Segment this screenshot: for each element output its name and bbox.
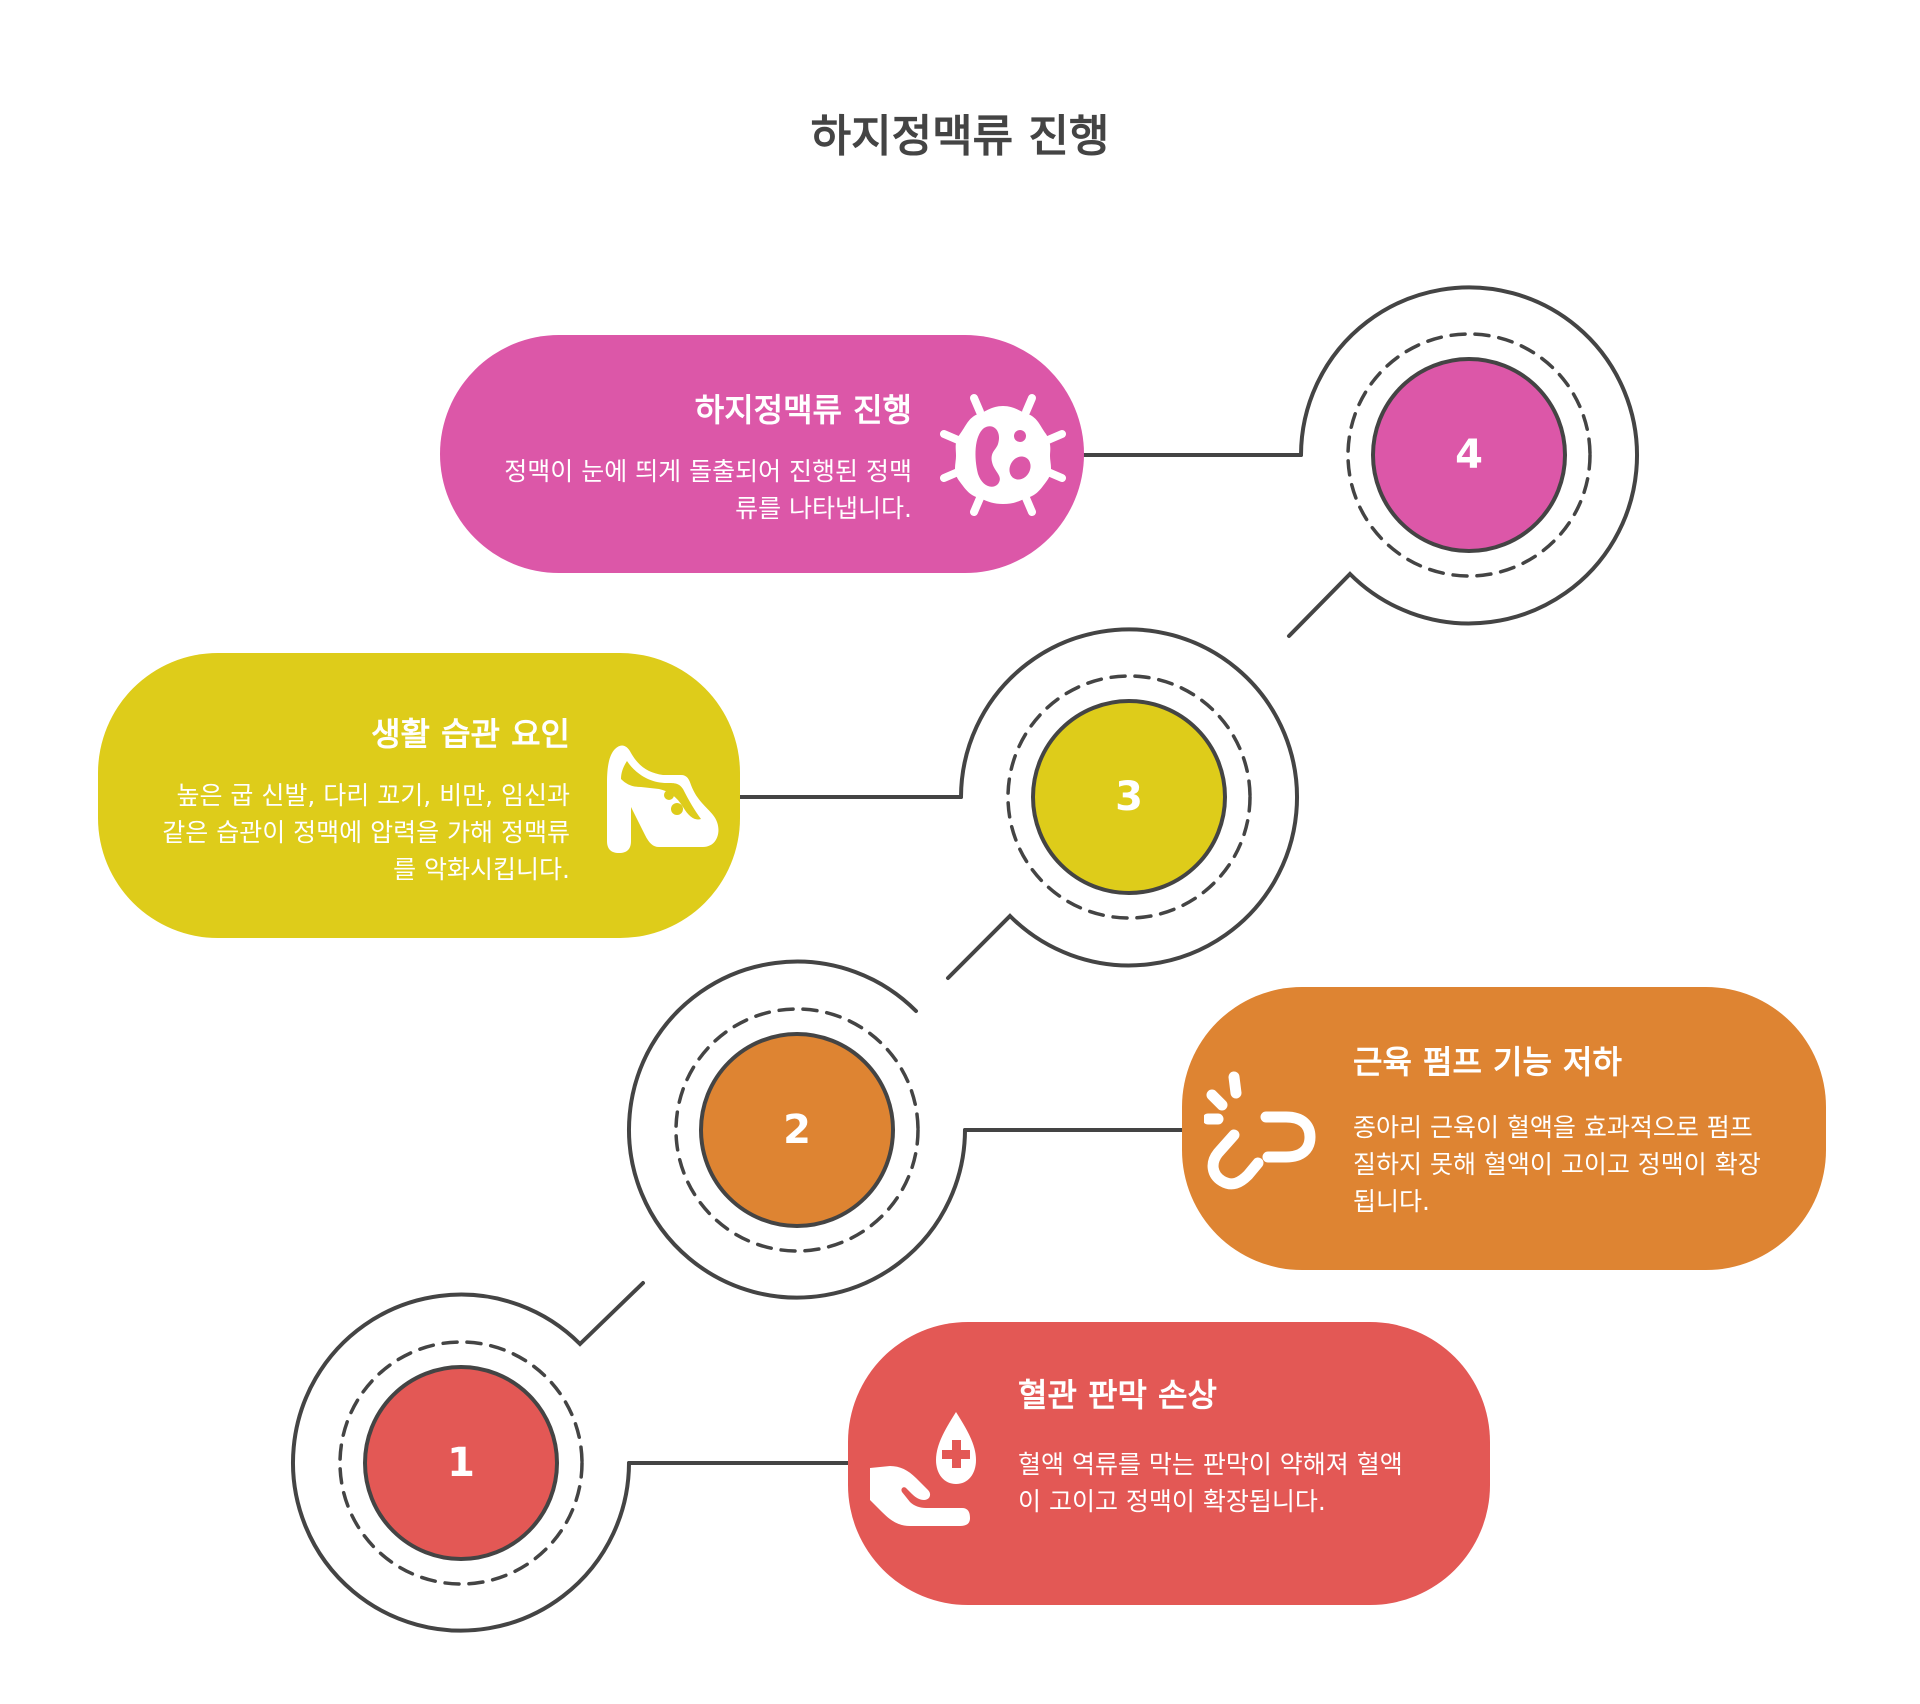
- dashed-ring-4: [1346, 332, 1592, 578]
- dashed-ring-1: [338, 1340, 584, 1586]
- step-circle-3: [1031, 699, 1227, 895]
- step-4-heading: 하지정맥류 진행: [694, 391, 912, 429]
- hand-blood-drop-icon: [870, 1410, 982, 1530]
- step-card-2: 근육 펌프 기능 저하 종아리 근육이 혈액을 효과적으로 펌프질하지 못해 혈…: [1182, 987, 1826, 1270]
- virus-icon: [940, 392, 1066, 518]
- step-3-description: 높은 굽 신발, 다리 꼬기, 비만, 임신과 같은 습관이 정맥에 압력을 가…: [162, 781, 570, 884]
- dashed-ring-2: [674, 1007, 920, 1253]
- step-2-description: 종아리 근육이 혈액을 효과적으로 펌프질하지 못해 혈액이 고이고 정맥이 확…: [1353, 1113, 1761, 1216]
- step-circle-2: [699, 1032, 895, 1228]
- ring-2: [627, 959, 967, 1300]
- page-title: 하지정맥류 진행: [810, 111, 1110, 162]
- step-number-3: 3: [1115, 774, 1143, 820]
- step-4-description: 정맥이 눈에 띄게 돌출되어 진행된 정맥류를 나타냅니다.: [504, 457, 912, 523]
- ring-3: [946, 627, 1299, 980]
- step-card-3: 생활 습관 요인 높은 굽 신발, 다리 꼬기, 비만, 임신과 같은 습관이 …: [98, 653, 740, 938]
- broken-link-icon: [1202, 1071, 1322, 1193]
- ring-1: [291, 1281, 645, 1633]
- step-3-heading: 생활 습관 요인: [371, 715, 570, 753]
- step-2-heading: 근육 펌프 기능 저하: [1353, 1043, 1622, 1081]
- step-circle-1: [363, 1365, 559, 1561]
- step-card-4: 하지정맥류 진행 정맥이 눈에 띄게 돌출되어 진행된 정맥류를 나타냅니다.: [440, 335, 1084, 573]
- step-number-4: 4: [1455, 432, 1483, 478]
- step-card-1: 혈관 판막 손상 혈액 역류를 막는 판막이 약해져 혈액이 고이고 정맥이 확…: [848, 1322, 1490, 1605]
- step-1-heading: 혈관 판막 손상: [1018, 1376, 1217, 1414]
- dashed-ring-3: [1006, 674, 1252, 920]
- ring-4: [1287, 285, 1639, 638]
- step-1-description: 혈액 역류를 막는 판막이 약해져 혈액이 고이고 정맥이 확장됩니다.: [1018, 1450, 1403, 1516]
- step-circle-4: [1371, 357, 1567, 553]
- high-heel-shoe-icon: [603, 743, 723, 855]
- step-number-2: 2: [783, 1107, 811, 1153]
- step-number-1: 1: [447, 1440, 475, 1486]
